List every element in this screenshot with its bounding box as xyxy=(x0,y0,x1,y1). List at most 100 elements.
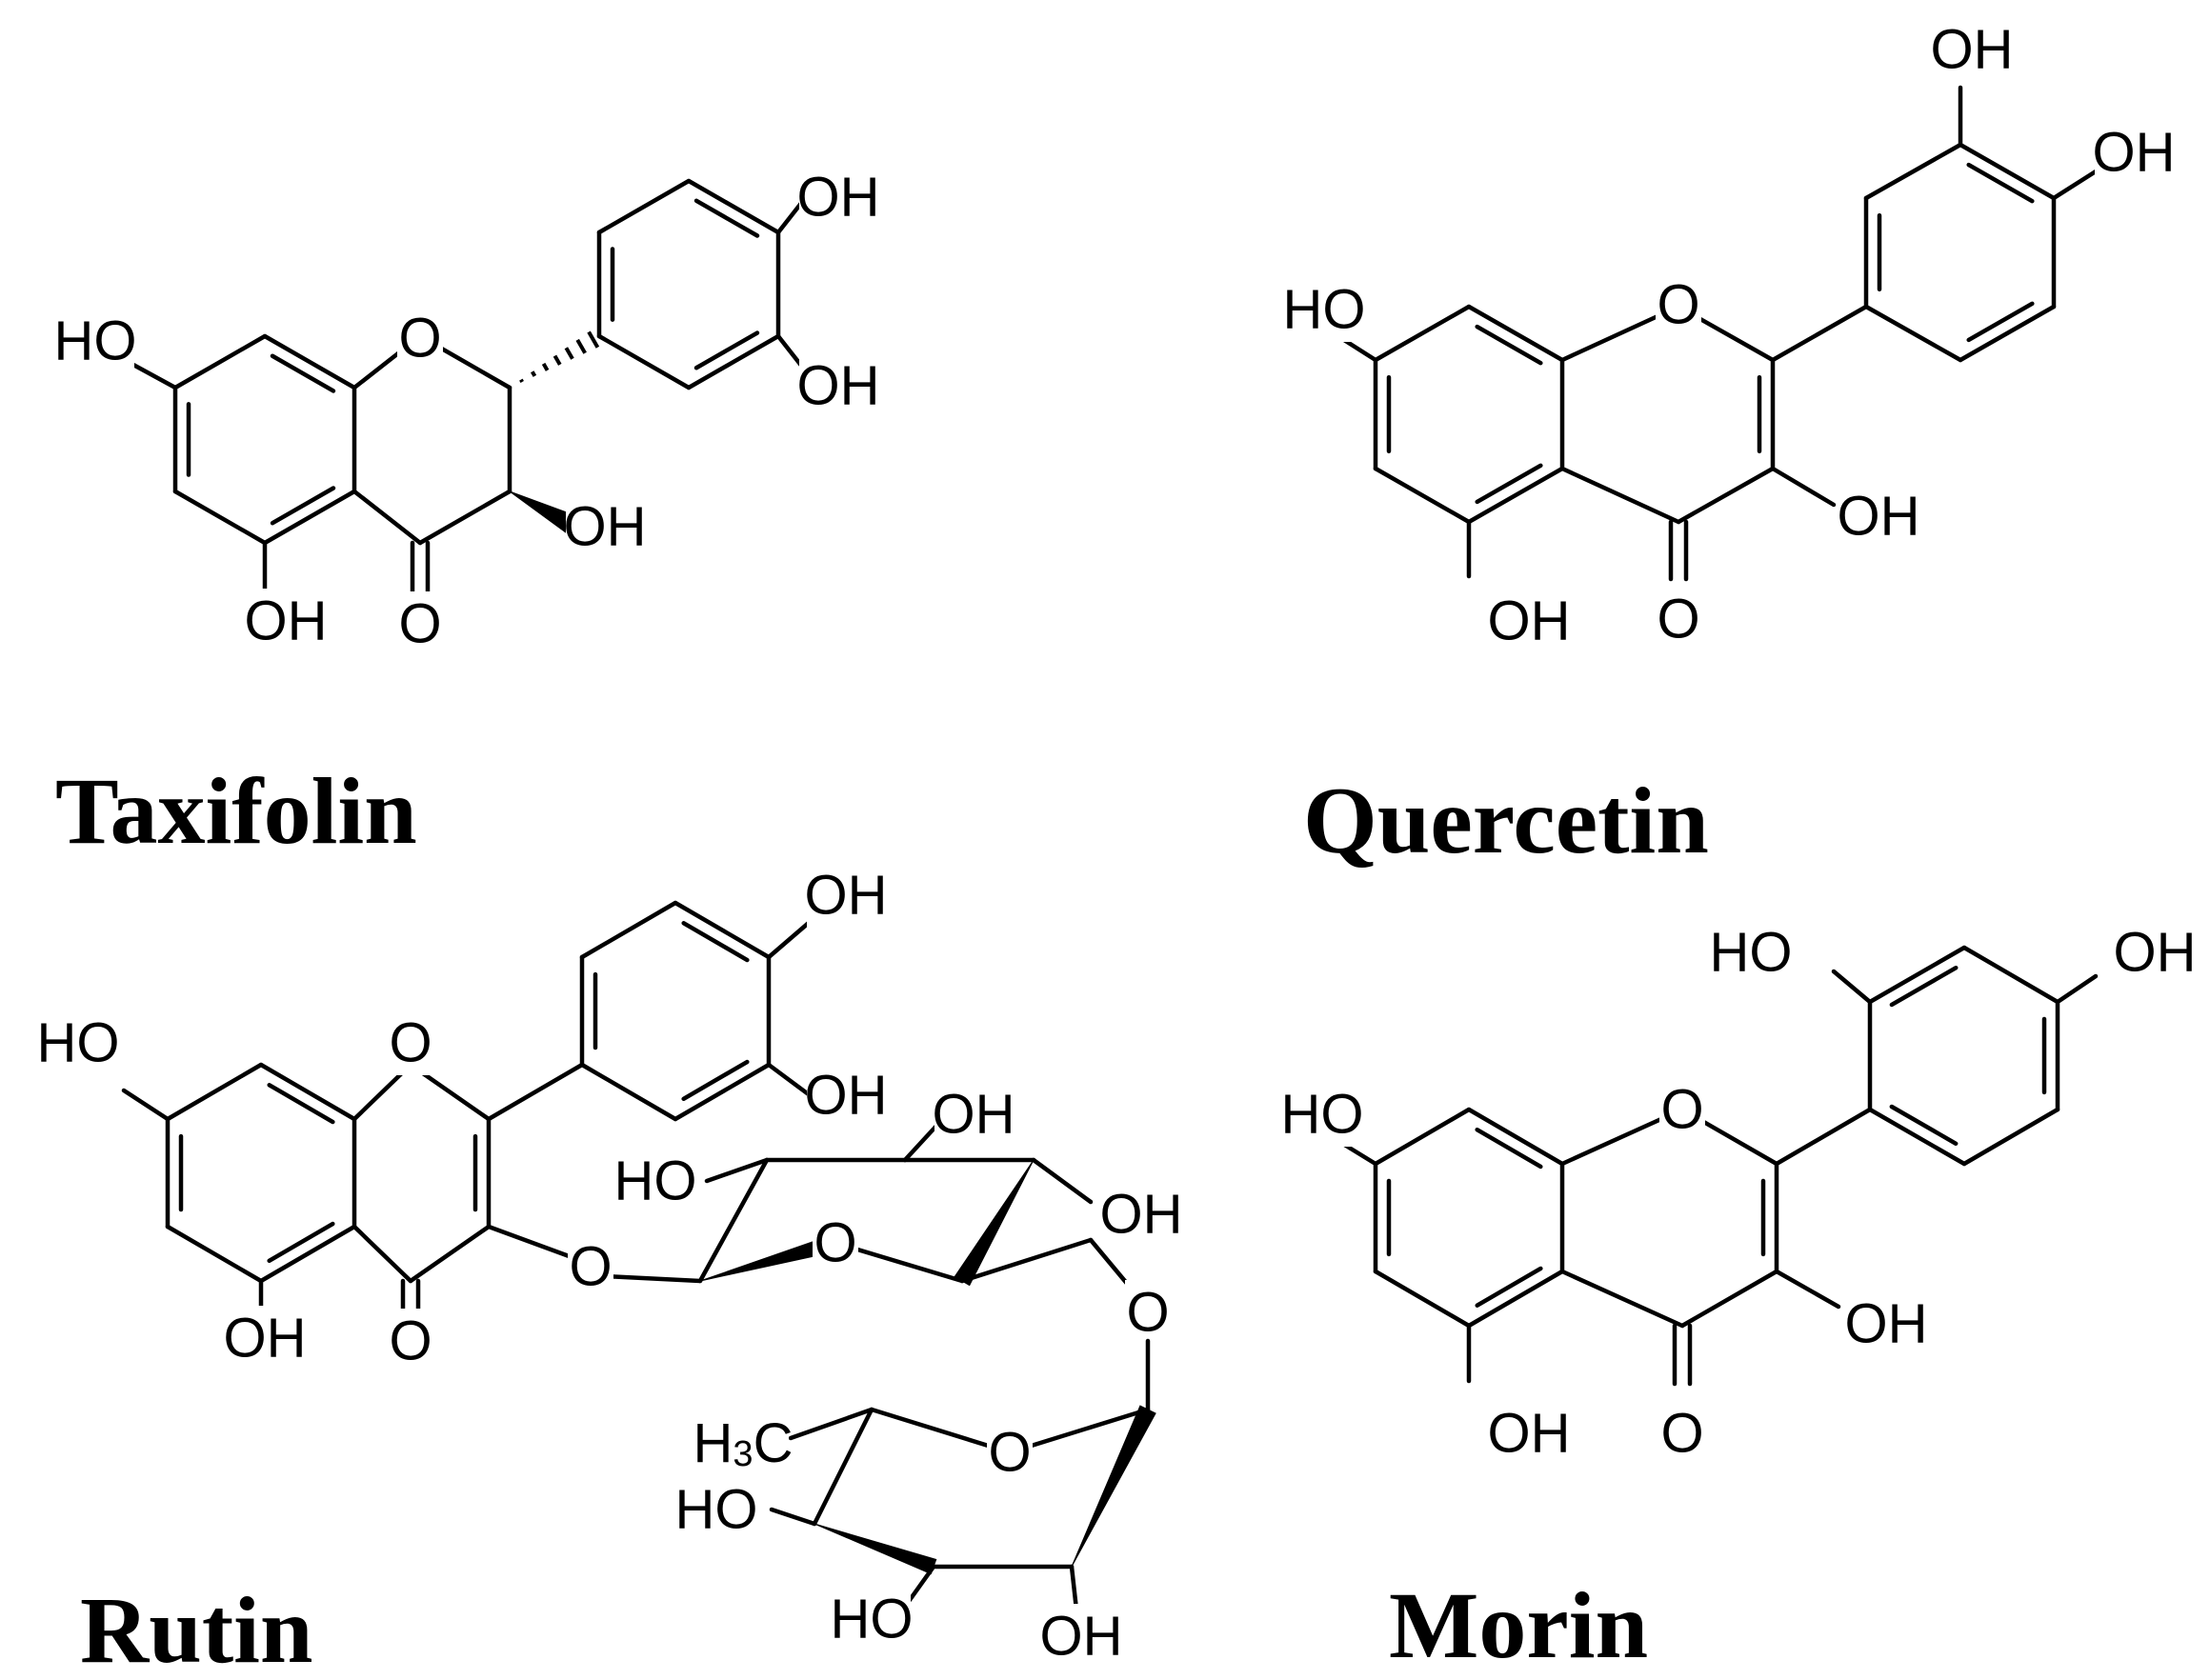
atom-label-background xyxy=(1933,17,2011,82)
bond xyxy=(869,1407,1013,1455)
bond xyxy=(1774,1107,1873,1167)
atom-label-background xyxy=(568,1234,613,1299)
hydroxyl-label: OH xyxy=(1838,486,1920,548)
atom-label-background xyxy=(1285,277,1363,342)
compound-name-morin: Morin xyxy=(1389,1572,1648,1678)
bond xyxy=(1373,466,1472,525)
ring-oxygen-label: O xyxy=(1660,1079,1703,1141)
bond xyxy=(1770,304,1869,363)
hashed-bond-stripe xyxy=(519,378,524,383)
hydroxyl-label: OH xyxy=(797,167,880,229)
bond xyxy=(352,489,423,546)
bond xyxy=(172,489,268,546)
hydroxyl-label: OH xyxy=(2114,922,2197,984)
bond xyxy=(1466,1107,1565,1167)
double-bond-line xyxy=(1966,162,2035,204)
bond xyxy=(1831,969,1873,1005)
bond xyxy=(1031,1157,1094,1205)
methyl-label: H3C xyxy=(693,1412,794,1475)
wedge-bond xyxy=(1071,1405,1156,1568)
double-bond-line xyxy=(1475,1266,1543,1308)
double-bond-line xyxy=(267,1221,335,1264)
bond xyxy=(602,1273,703,1284)
atom-label-background xyxy=(388,1309,433,1373)
bond xyxy=(131,362,178,390)
ring-oxygen-label: O xyxy=(988,1422,1031,1484)
atom-label-background xyxy=(1283,1082,1361,1147)
atom-label-background xyxy=(2095,120,2173,185)
hydroxyl-label: OH xyxy=(1488,1403,1571,1465)
hydroxyl-label: OH xyxy=(224,1308,307,1370)
atom-label-background xyxy=(566,494,644,559)
double-bond-line xyxy=(267,1083,335,1125)
bond xyxy=(352,1224,413,1284)
hydroxyl-label: OH xyxy=(245,590,328,652)
bond xyxy=(486,1224,574,1260)
atom-label-background xyxy=(247,589,325,653)
atom-label-background xyxy=(807,1063,885,1128)
atom-label-background xyxy=(807,863,885,928)
atom-label-background xyxy=(226,1306,304,1370)
bond xyxy=(1466,466,1565,525)
bond xyxy=(1770,466,1837,508)
atom-label-background xyxy=(1712,920,1790,985)
atom-label-background xyxy=(1042,1604,1120,1669)
bond xyxy=(1373,1107,1472,1167)
hydroxyl-label: OH xyxy=(1931,19,2014,81)
ketone-oxygen-label: O xyxy=(398,593,441,655)
hashed-bond-stripe xyxy=(564,347,574,360)
bond xyxy=(1559,466,1681,525)
hashed-bond-stripe xyxy=(587,330,600,349)
bond xyxy=(1373,304,1472,363)
bond xyxy=(812,1407,874,1527)
atom-label-background xyxy=(1656,587,1701,651)
bond xyxy=(1863,142,1963,201)
hydroxyl-label: HO xyxy=(831,1589,914,1650)
hydroxyl-label: OH xyxy=(933,1084,1015,1146)
double-bond-line xyxy=(1475,1127,1543,1170)
hydroxyl-label: HO xyxy=(1281,1084,1364,1146)
bond xyxy=(258,1062,357,1122)
bond xyxy=(1679,1269,1779,1329)
hashed-bond-stripe xyxy=(541,362,550,371)
bond xyxy=(1958,304,2057,363)
hashed-bond-stripe xyxy=(552,354,562,366)
bond xyxy=(697,1157,770,1284)
bond xyxy=(1961,945,2060,1005)
bond xyxy=(1373,1269,1472,1329)
atom-label-background xyxy=(1125,1280,1171,1345)
double-bond-line xyxy=(270,486,336,526)
hydroxyl-label: HO xyxy=(614,1150,697,1212)
atom-label-background xyxy=(388,1010,433,1075)
atom-label-background xyxy=(799,165,877,230)
bond xyxy=(902,1121,941,1163)
bond xyxy=(1676,466,1776,525)
ring-oxygen-label: O xyxy=(389,1012,432,1074)
bond xyxy=(1867,945,1967,1005)
double-bond-line xyxy=(1475,463,1543,505)
bond xyxy=(165,1062,264,1122)
atom-label-background xyxy=(833,1587,911,1651)
glycosidic-oxygen-label: O xyxy=(1126,1282,1169,1344)
bond xyxy=(408,1224,492,1284)
glycosidic-oxygen-label: O xyxy=(569,1236,612,1298)
bond xyxy=(1559,1269,1685,1329)
bond xyxy=(959,1237,1094,1284)
atom-label-background xyxy=(1490,1401,1568,1466)
bond xyxy=(121,1088,171,1122)
ketone-oxygen-label: O xyxy=(1657,589,1699,650)
bond xyxy=(1466,304,1565,363)
bond xyxy=(1466,1269,1565,1329)
ketone-oxygen-label: O xyxy=(1660,1403,1703,1465)
wedge-bond xyxy=(814,1523,937,1575)
double-bond-line xyxy=(1475,324,1543,366)
bond xyxy=(596,333,692,390)
bond xyxy=(704,1157,770,1184)
hydroxyl-label: OH xyxy=(1100,1184,1183,1246)
atom-label-background xyxy=(2116,920,2194,985)
